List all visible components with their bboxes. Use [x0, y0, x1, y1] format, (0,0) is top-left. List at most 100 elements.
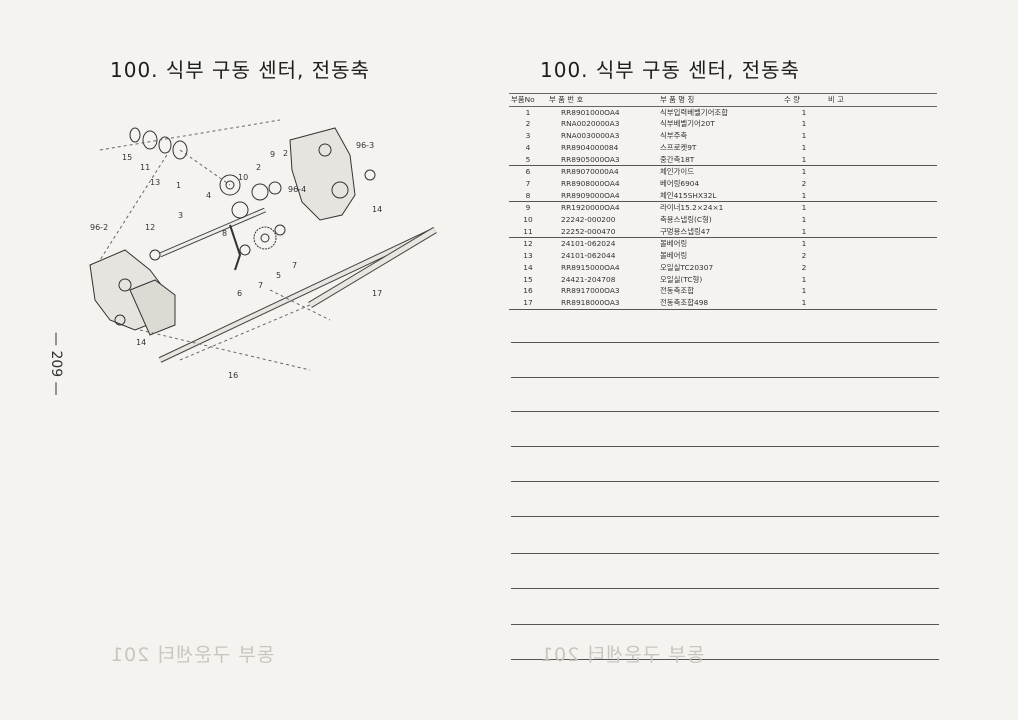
- part-number-cell: 4: [525, 142, 531, 152]
- page-number: — 209 —: [48, 332, 64, 396]
- part-code-cell: RR8905000OA3: [547, 153, 658, 167]
- svg-text:6: 6: [237, 289, 242, 298]
- svg-text:9: 9: [270, 150, 275, 159]
- quantity-cell: 1: [801, 274, 807, 284]
- part-name-cell: 구멍용스냅링47: [658, 225, 782, 239]
- svg-text:17: 17: [372, 289, 382, 298]
- part-code-cell: RR8915000OA4: [561, 262, 620, 272]
- quantity-cell: 1: [801, 239, 807, 249]
- header-quantity: 수 량: [782, 93, 826, 107]
- svg-text:7: 7: [292, 261, 297, 270]
- quantity-cell: 1: [801, 203, 807, 213]
- part-name-cell: 식부주축: [660, 131, 688, 141]
- svg-text:4: 4: [206, 191, 211, 200]
- part-code-cell: RR8908000OA4: [561, 178, 620, 188]
- parts-table: 부품No 부 품 번 호 부 품 명 칭 수 량 비 고 1 RR8901000O…: [509, 93, 937, 310]
- part-number-cell: 15: [523, 274, 533, 284]
- header-part-name: 부 품 명 칭: [658, 93, 782, 107]
- quantity-cell: 1: [782, 296, 826, 310]
- remarks-cell: [826, 189, 937, 203]
- svg-text:10: 10: [238, 173, 248, 182]
- part-number-cell: 12: [523, 239, 533, 249]
- svg-text:96-4: 96-4: [288, 185, 306, 194]
- part-name-cell: 오일실TC20307: [660, 262, 714, 272]
- svg-text:12: 12: [145, 223, 155, 232]
- remarks-cell: [826, 153, 937, 167]
- part-code-cell: RR1920000OA4: [561, 203, 620, 213]
- svg-text:11: 11: [140, 163, 150, 172]
- part-code-cell: 24101-062044: [561, 251, 616, 261]
- part-name-cell: 체인가이드: [660, 167, 694, 177]
- ruled-line: [511, 377, 939, 378]
- svg-text:96-3: 96-3: [356, 141, 374, 150]
- part-code-cell: RR89070000A4: [561, 167, 619, 177]
- part-code-cell: RNA0020000A3: [561, 119, 620, 129]
- svg-text:1: 1: [176, 181, 181, 190]
- quantity-cell: 1: [782, 153, 826, 167]
- header-part-no: 부품No: [509, 93, 547, 107]
- remarks-cell: [826, 296, 937, 310]
- remarks-cell: [826, 178, 937, 190]
- quantity-cell: 2: [801, 178, 807, 188]
- svg-text:3: 3: [178, 211, 183, 220]
- left-page-title: 100. 식부 구동 센터, 전동축: [110, 58, 370, 82]
- remarks-cell: [826, 262, 937, 274]
- part-name-cell: 베어링6904: [660, 178, 700, 188]
- remarks-cell: [826, 274, 937, 286]
- part-number-cell: 9: [525, 203, 531, 213]
- remarks-cell: [826, 285, 937, 297]
- quantity-cell: 1: [782, 189, 826, 203]
- header-part-code: 부 품 번 호: [547, 93, 658, 107]
- remarks-cell: [826, 166, 937, 178]
- part-number-cell: 16: [523, 286, 533, 296]
- part-number-cell: 5: [509, 153, 547, 167]
- ruled-line: [511, 659, 939, 660]
- ruled-line: [511, 516, 939, 517]
- table-row: 9 RR1920000OA4 라이너15.2×24×1 1: [509, 202, 937, 214]
- svg-text:7: 7: [258, 281, 263, 290]
- part-number-cell: 11: [509, 225, 547, 239]
- quantity-cell: 1: [801, 131, 807, 141]
- part-number-cell: 2: [525, 119, 531, 129]
- table-header-row: 부품No 부 품 번 호 부 품 명 칭 수 량 비 고: [509, 93, 937, 107]
- part-number-cell: 1: [525, 107, 531, 117]
- svg-text:2: 2: [283, 149, 288, 158]
- remarks-cell: [826, 130, 937, 142]
- bleed-through-text-left: 동부 구운센터 201: [110, 644, 275, 666]
- svg-text:8: 8: [222, 229, 227, 238]
- remarks-cell: [826, 250, 937, 262]
- part-name-cell: 오일실(TC형): [660, 274, 703, 284]
- svg-text:13: 13: [150, 178, 160, 187]
- header-remarks: 비 고: [826, 93, 937, 107]
- quantity-cell: 1: [782, 225, 826, 239]
- ruled-line: [511, 624, 939, 625]
- quantity-cell: 1: [801, 107, 807, 117]
- quantity-cell: 2: [801, 251, 807, 261]
- part-name-cell: 스프로켓9T: [660, 142, 697, 152]
- part-name-cell: 라이너15.2×24×1: [660, 203, 724, 213]
- quantity-cell: 1: [801, 286, 807, 296]
- part-name-cell: 전동축조합498: [658, 296, 782, 310]
- ruled-line: [511, 446, 939, 447]
- part-code-cell: 22252-000470: [547, 225, 658, 239]
- part-name-cell: 체인415SHX32L: [658, 189, 782, 203]
- quantity-cell: 2: [801, 262, 807, 272]
- part-code-cell: RR8901000OA4: [561, 107, 620, 117]
- part-code-cell: RR8918000OA3: [547, 296, 658, 310]
- part-number-cell: 3: [525, 131, 531, 141]
- remarks-cell: [826, 225, 937, 239]
- part-name-cell: 중간축18T: [658, 153, 782, 167]
- part-name-cell: 볼베어링: [660, 239, 688, 249]
- quantity-cell: 1: [801, 167, 807, 177]
